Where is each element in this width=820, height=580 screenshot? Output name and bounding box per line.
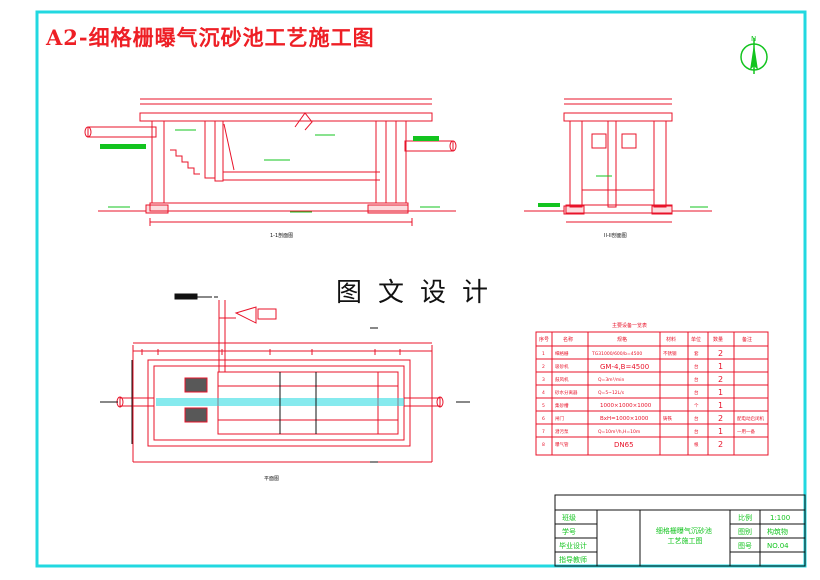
north-arrow-icon: N xyxy=(740,35,768,74)
section-2-annotations xyxy=(538,175,708,208)
section1-label: 1-1剖面图 xyxy=(270,232,293,239)
cell: 2 xyxy=(542,364,545,370)
tb-type-value: 构筑物 xyxy=(767,527,788,536)
cell: 砂水分离器 xyxy=(555,389,578,396)
cell: 配电动启闭机 xyxy=(737,415,764,422)
plan-view xyxy=(116,300,444,463)
section-cut-markers xyxy=(214,296,378,463)
cell: BxH=1000×1000 xyxy=(600,416,649,422)
cell: TG31000/600/b=4500 xyxy=(591,351,642,357)
section-2-2 xyxy=(524,98,712,223)
cell: 个 xyxy=(694,403,699,409)
cell: 2 xyxy=(718,414,723,423)
th-material: 材料 xyxy=(666,336,676,343)
cell: 1 xyxy=(542,351,545,357)
cell: Q=5~12L/s xyxy=(598,390,625,396)
cell: 曝气管 xyxy=(555,441,569,448)
cell: 3 xyxy=(542,377,545,383)
th-qty: 数量 xyxy=(713,336,723,343)
section2-label: II-II剖面图 xyxy=(604,232,627,239)
cell: 1 xyxy=(718,427,723,436)
cell: Q=10m³/h,H=10m xyxy=(598,429,640,435)
cell: 1 xyxy=(718,401,723,410)
cell: 5 xyxy=(542,403,545,409)
cell: 2 xyxy=(718,440,723,449)
section-1-1 xyxy=(84,98,457,226)
watermark-text: 图文设计 xyxy=(336,278,505,308)
table-rows: 1 细格栅 TG31000/600/b=4500 不锈钢 套 2 2 吸砂机 G… xyxy=(542,349,764,449)
north-label: N xyxy=(751,35,756,43)
cell: 6 xyxy=(542,416,545,422)
cell: 铸铁 xyxy=(663,415,672,422)
cell: 鼓风机 xyxy=(555,376,569,383)
section-1-annotations xyxy=(100,129,440,213)
drawing-title: A2-细格栅曝气沉砂池工艺施工图 xyxy=(46,25,375,50)
cell: 7 xyxy=(542,429,545,435)
tb-student-id: 学号 xyxy=(562,527,576,536)
tb-class: 班级 xyxy=(562,513,576,522)
cell: 根 xyxy=(694,441,699,448)
cell: GM-4,B=4500 xyxy=(600,363,649,371)
cell: 8 xyxy=(542,442,545,448)
cell: 1000×1000×1000 xyxy=(600,403,652,409)
cell: 台 xyxy=(694,428,699,435)
cell: 台 xyxy=(694,376,699,383)
sheet-border xyxy=(35,10,807,568)
tb-scale-value: 1:100 xyxy=(770,514,790,522)
tb-type-label: 图别 xyxy=(738,527,752,536)
th-note: 备注 xyxy=(742,336,752,343)
cell: 套 xyxy=(694,350,699,357)
cell: 吸砂机 xyxy=(555,363,569,370)
tb-number-label: 图号 xyxy=(738,542,752,550)
tb-drawing-name: 细格栅曝气沉砂池 工艺施工图 xyxy=(656,526,714,545)
cell: 2 xyxy=(718,349,723,358)
tb-scale-label: 比例 xyxy=(738,513,752,522)
cell: 细格栅 xyxy=(555,350,569,357)
cell: 一用一备 xyxy=(737,428,755,435)
plan-aeration-pipe xyxy=(156,372,404,434)
cell: 集砂槽 xyxy=(555,402,569,409)
cell: 1 xyxy=(718,362,723,371)
plan-annotations xyxy=(100,293,470,444)
th-index: 序号 xyxy=(539,336,549,343)
cell: 2 xyxy=(718,375,723,384)
table-title: 主要设备一览表 xyxy=(612,322,647,329)
cell: 不锈钢 xyxy=(663,350,677,357)
cell: 4 xyxy=(542,390,545,396)
tb-number-value: NO.04 xyxy=(767,542,789,550)
title-block-text: 班级 学号 毕业设计 指导教师 比例 1:100 图别 构筑物 图号 NO.04 xyxy=(559,513,790,564)
tb-graduation: 毕业设计 xyxy=(559,541,587,550)
cell: Q=3m³/min xyxy=(598,377,625,383)
plan-label: 平面图 xyxy=(264,476,279,482)
cell: 台 xyxy=(694,363,699,370)
table-headers: 序号 名称 规格 材料 单位 数量 备注 xyxy=(539,336,752,343)
cell: 1 xyxy=(718,388,723,397)
materials-table xyxy=(535,331,769,456)
cell: 台 xyxy=(694,389,699,396)
tb-advisor: 指导教师 xyxy=(559,555,587,564)
th-spec: 规格 xyxy=(617,336,627,343)
title-block xyxy=(554,494,806,567)
cell: DN65 xyxy=(614,441,634,449)
th-name: 名称 xyxy=(563,336,573,343)
cell: 闸门 xyxy=(555,415,564,422)
cell: 潜污泵 xyxy=(555,428,569,435)
th-unit: 单位 xyxy=(691,336,701,343)
cell: 台 xyxy=(694,415,699,422)
